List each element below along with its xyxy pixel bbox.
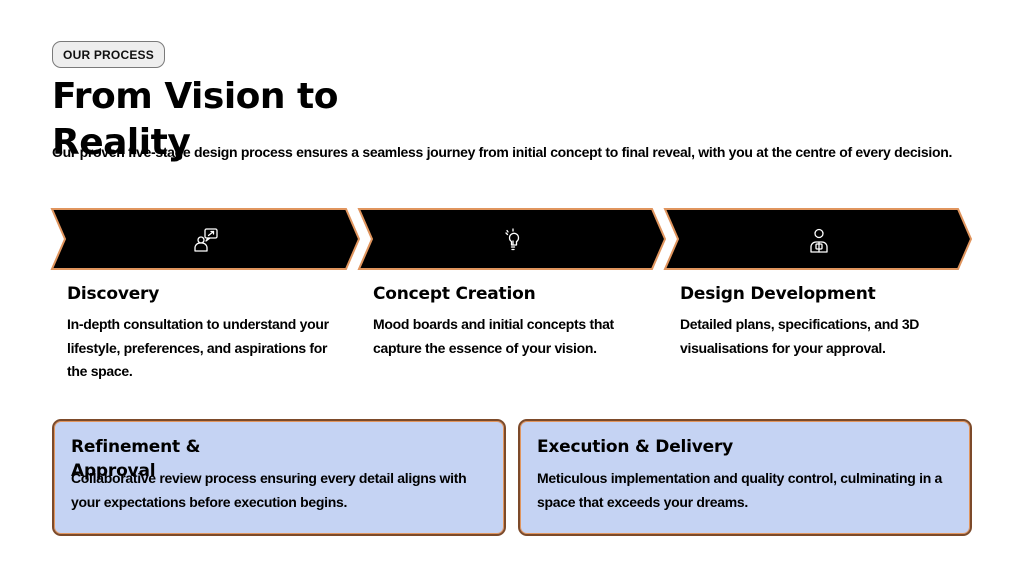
consultation-icon bbox=[194, 228, 218, 252]
page-subtitle: Our proven five-stage design process ens… bbox=[52, 144, 953, 160]
step-description-concept-creation: Mood boards and initial concepts that ca… bbox=[373, 316, 614, 356]
card-execution-delivery: Execution & Delivery Meticulous implemen… bbox=[518, 419, 972, 536]
card-refinement-approval: Refinement & Approval Collaborative revi… bbox=[52, 419, 506, 536]
step-description-design-development: Detailed plans, specifications, and 3D v… bbox=[680, 316, 920, 356]
page-title: From Vision to Reality bbox=[52, 76, 339, 163]
section-badge: OUR PROCESS bbox=[52, 41, 165, 68]
step-title-concept-creation: Concept Creation bbox=[373, 284, 536, 304]
card-title-execution-delivery: Execution & Delivery bbox=[537, 437, 734, 457]
designer-icon bbox=[810, 228, 828, 253]
card-description-refinement-approval: Collaborative review process ensuring ev… bbox=[71, 470, 467, 510]
step-title-discovery: Discovery bbox=[67, 284, 160, 304]
step-description-discovery: In-depth consultation to understand your… bbox=[67, 316, 329, 379]
step-title-design-development: Design Development bbox=[680, 284, 876, 304]
card-title-refinement-approval: Refinement & Approval bbox=[71, 437, 201, 481]
card-description-execution-delivery: Meticulous implementation and quality co… bbox=[537, 470, 943, 510]
lightbulb-icon bbox=[505, 228, 520, 251]
